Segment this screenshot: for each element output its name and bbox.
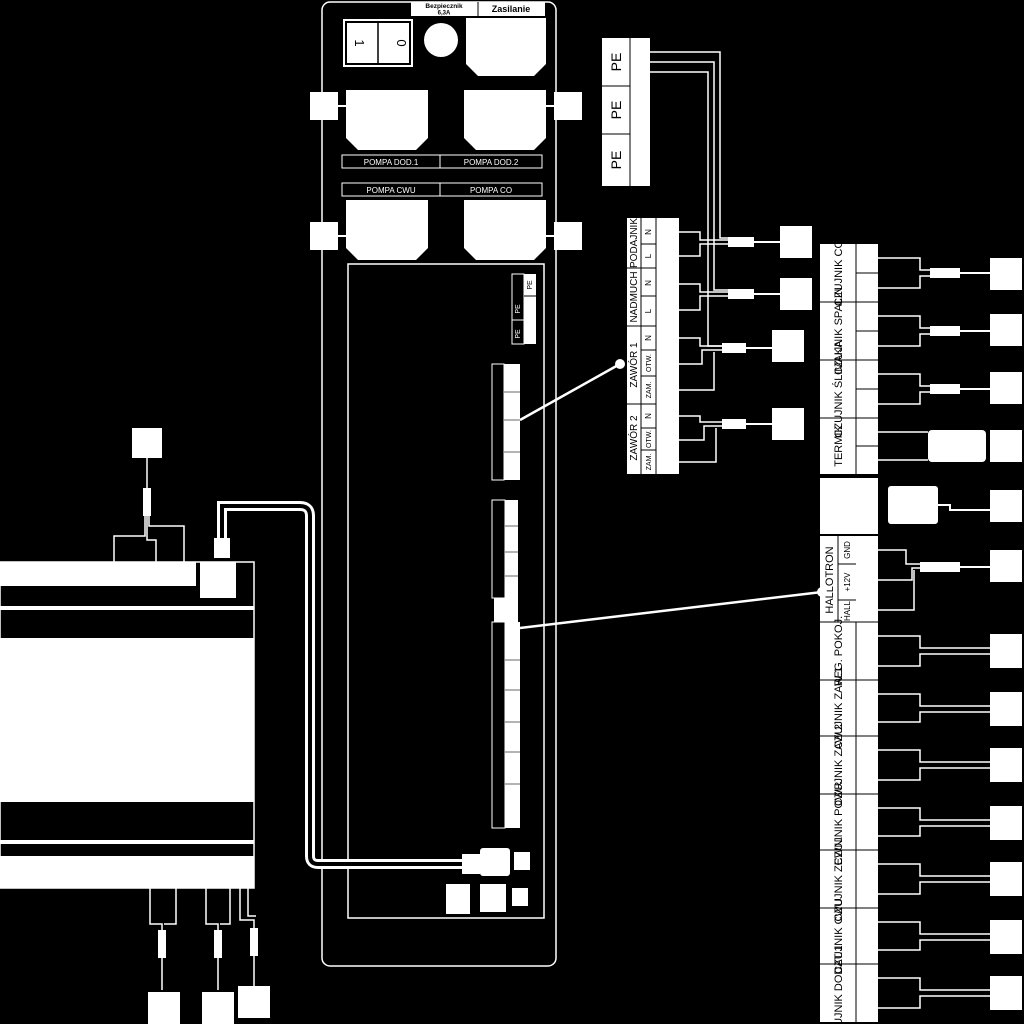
gnd-terminal: GND	[843, 541, 852, 559]
pump-label-bar-top: POMPA DOD.1 POMPA DOD.2	[341, 154, 543, 169]
loose-plug	[888, 486, 1022, 524]
group-label-nadmuch: NADMUCH	[629, 271, 640, 322]
boiler-sensor-1	[148, 992, 180, 1024]
pump-dod2-socket[interactable]	[464, 90, 582, 150]
pump-cwu-socket[interactable]	[310, 200, 428, 260]
header-label-box: Bezpiecznik 6,3A Zasilanie	[411, 2, 545, 17]
nadmuch-l: L	[644, 308, 653, 313]
pump-label-bar-bottom: POMPA CWU POMPA CO	[341, 182, 543, 197]
group-label-zawor1: ZAWÓR 1	[627, 342, 640, 388]
podajnik-n: N	[644, 229, 653, 235]
boiler-sensor-2	[202, 992, 234, 1024]
power-switch[interactable]: 1 0	[343, 19, 413, 67]
pe-strip: PE PE PE	[602, 38, 650, 186]
plus12v-terminal: +12V	[843, 572, 852, 592]
czujnik-cwu-device	[990, 920, 1022, 954]
output-plugs	[722, 237, 780, 429]
sensor-label-zewn: CZUJNIK ZEWN.	[833, 837, 845, 922]
sensor-label-zaw2: CZUJNIK ZAW.2	[833, 724, 845, 806]
podajnik-device	[780, 226, 812, 258]
sensor-label-co: CZUJNIK CO	[833, 240, 845, 306]
boiler-bottom-plugs	[158, 928, 258, 958]
boiler-top-sensor	[113, 428, 185, 562]
inner-pe-label-1: PE	[527, 280, 534, 290]
group-label-zawor2: ZAWÓR 2	[627, 415, 640, 461]
czujnik-slimaka-device	[990, 372, 1022, 404]
fuse-rating: 6,3A	[438, 11, 451, 17]
hall-terminal: HALL	[843, 600, 852, 621]
zawor1-device	[772, 330, 804, 362]
czujnik-co-device	[990, 258, 1022, 290]
nadmuch-device	[780, 278, 812, 310]
zawor1-zam: ZAM.	[646, 382, 653, 399]
pump-co-label: POMPA CO	[470, 186, 512, 195]
hallotron-label: HALLOTRON	[824, 546, 836, 613]
pump-dod1-label: POMPA DOD.1	[364, 158, 419, 167]
inner-blank-block	[494, 598, 518, 622]
sensor-top-plugs	[930, 268, 990, 394]
pump-dod2-label: POMPA DOD.2	[464, 158, 519, 167]
zawor1-otw: OTW.	[646, 354, 653, 372]
sensor-label-slimaka: CZUJNIK ŚLIMAKA	[832, 340, 845, 438]
reg-pokoj-device	[990, 634, 1022, 668]
sensor-label-reg-pokoj: REG. POKOJ.	[833, 616, 845, 686]
inner-pe-label-3: PE	[515, 329, 522, 339]
sensor-label-spalin: CZUJNIK SPALIN	[833, 287, 845, 375]
pump-cwu-label: POMPA CWU	[366, 186, 415, 195]
zawor2-zam: ZAM.	[646, 454, 653, 471]
pe-strip-label-2: PE	[608, 101, 624, 120]
output-wires	[679, 231, 728, 463]
sensor-strip-top: CZUJNIK CO CZUJNIK SPALIN CZUJNIK ŚLIMAK…	[820, 240, 878, 474]
inner-sensor-terminal-top	[491, 499, 518, 599]
fuse-holder[interactable]	[424, 23, 458, 57]
controller-bottom-connectors	[446, 848, 530, 914]
sensor-top-wires	[878, 257, 960, 461]
czujnik-zaw2-device	[990, 748, 1022, 782]
nadmuch-n: N	[644, 280, 653, 286]
hallotron-cable	[214, 501, 480, 874]
podajnik-l: L	[644, 253, 653, 258]
czujnik-dodat1-device	[990, 976, 1022, 1010]
inner-pe-label-2: PE	[515, 304, 522, 314]
power-label: Zasilanie	[492, 4, 531, 14]
pe-strip-label-1: PE	[608, 53, 624, 72]
inner-sensor-terminal-bottom	[491, 621, 520, 829]
sensor-label-powr: CZUJNIK POWR.	[833, 779, 845, 866]
output-strip: PODAJNIK NADMUCH ZAWÓR 1 ZAWÓR 2 L N L N…	[627, 218, 679, 474]
termik-plug	[928, 430, 986, 462]
termik-device	[990, 430, 1022, 462]
zawor1-n: N	[644, 335, 653, 341]
zawor2-n: N	[644, 413, 653, 419]
sensor-label-dodat1: CZUJNIK DODAT.1	[833, 945, 845, 1024]
czujnik-zewn-device	[990, 862, 1022, 896]
zawor2-device	[772, 408, 804, 440]
pe-strip-label-3: PE	[608, 151, 624, 170]
boiler-sensor-3	[238, 986, 270, 1018]
switch-off-label: 0	[394, 39, 409, 46]
callout-output	[519, 359, 625, 422]
inner-output-terminal	[491, 363, 520, 481]
boiler-unit	[0, 561, 255, 889]
sensor-bottom-wires	[878, 549, 990, 1009]
switch-on-label: 1	[352, 39, 367, 46]
pump-dod1-socket[interactable]	[310, 90, 428, 150]
power-socket[interactable]	[466, 18, 546, 76]
hallotron-plug	[920, 550, 1022, 582]
sensor-label-zaw1: CZUJNIK ZAW.1	[833, 667, 845, 749]
czujnik-powr-device	[990, 806, 1022, 840]
callout-sensors	[519, 587, 827, 630]
sensor-label-termik: TERMIK	[833, 425, 845, 467]
fuse-label: Bezpiecznik	[425, 3, 463, 10]
zawor2-otw: OTW.	[646, 430, 653, 448]
blank-terminal-block	[820, 478, 878, 534]
czujnik-spalin-device	[990, 314, 1022, 346]
inner-pe-terminal: PE PE PE	[511, 273, 536, 345]
sensor-strip-bottom: HALLOTRON HALL +12V GND REG. POKOJ. CZUJ…	[820, 536, 878, 1024]
pump-co-socket[interactable]	[464, 200, 582, 260]
group-label-podajnik: PODAJNIK	[629, 218, 640, 268]
czujnik-zaw1-device	[990, 692, 1022, 726]
sensor-label-cwu: CZUJNIK CWU	[833, 898, 845, 974]
